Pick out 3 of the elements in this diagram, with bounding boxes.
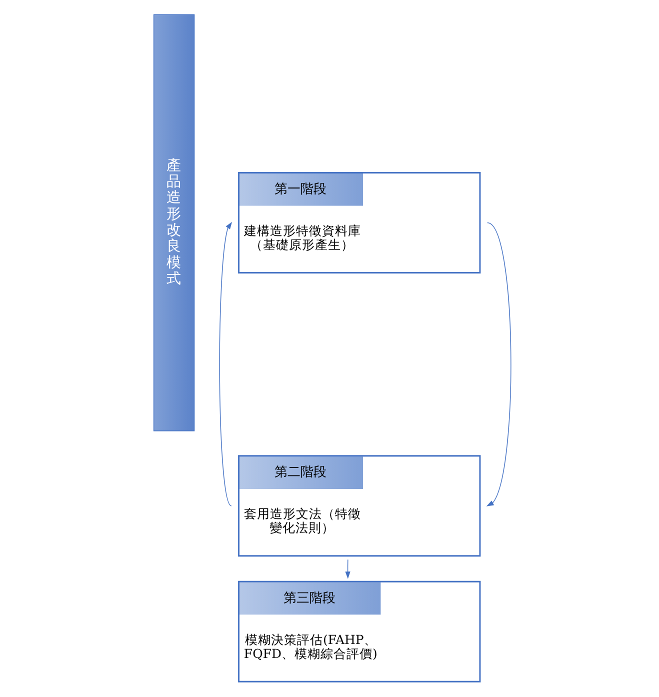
arrow — [345, 559, 350, 579]
arrow — [219, 222, 232, 506]
arrow — [486, 222, 512, 506]
